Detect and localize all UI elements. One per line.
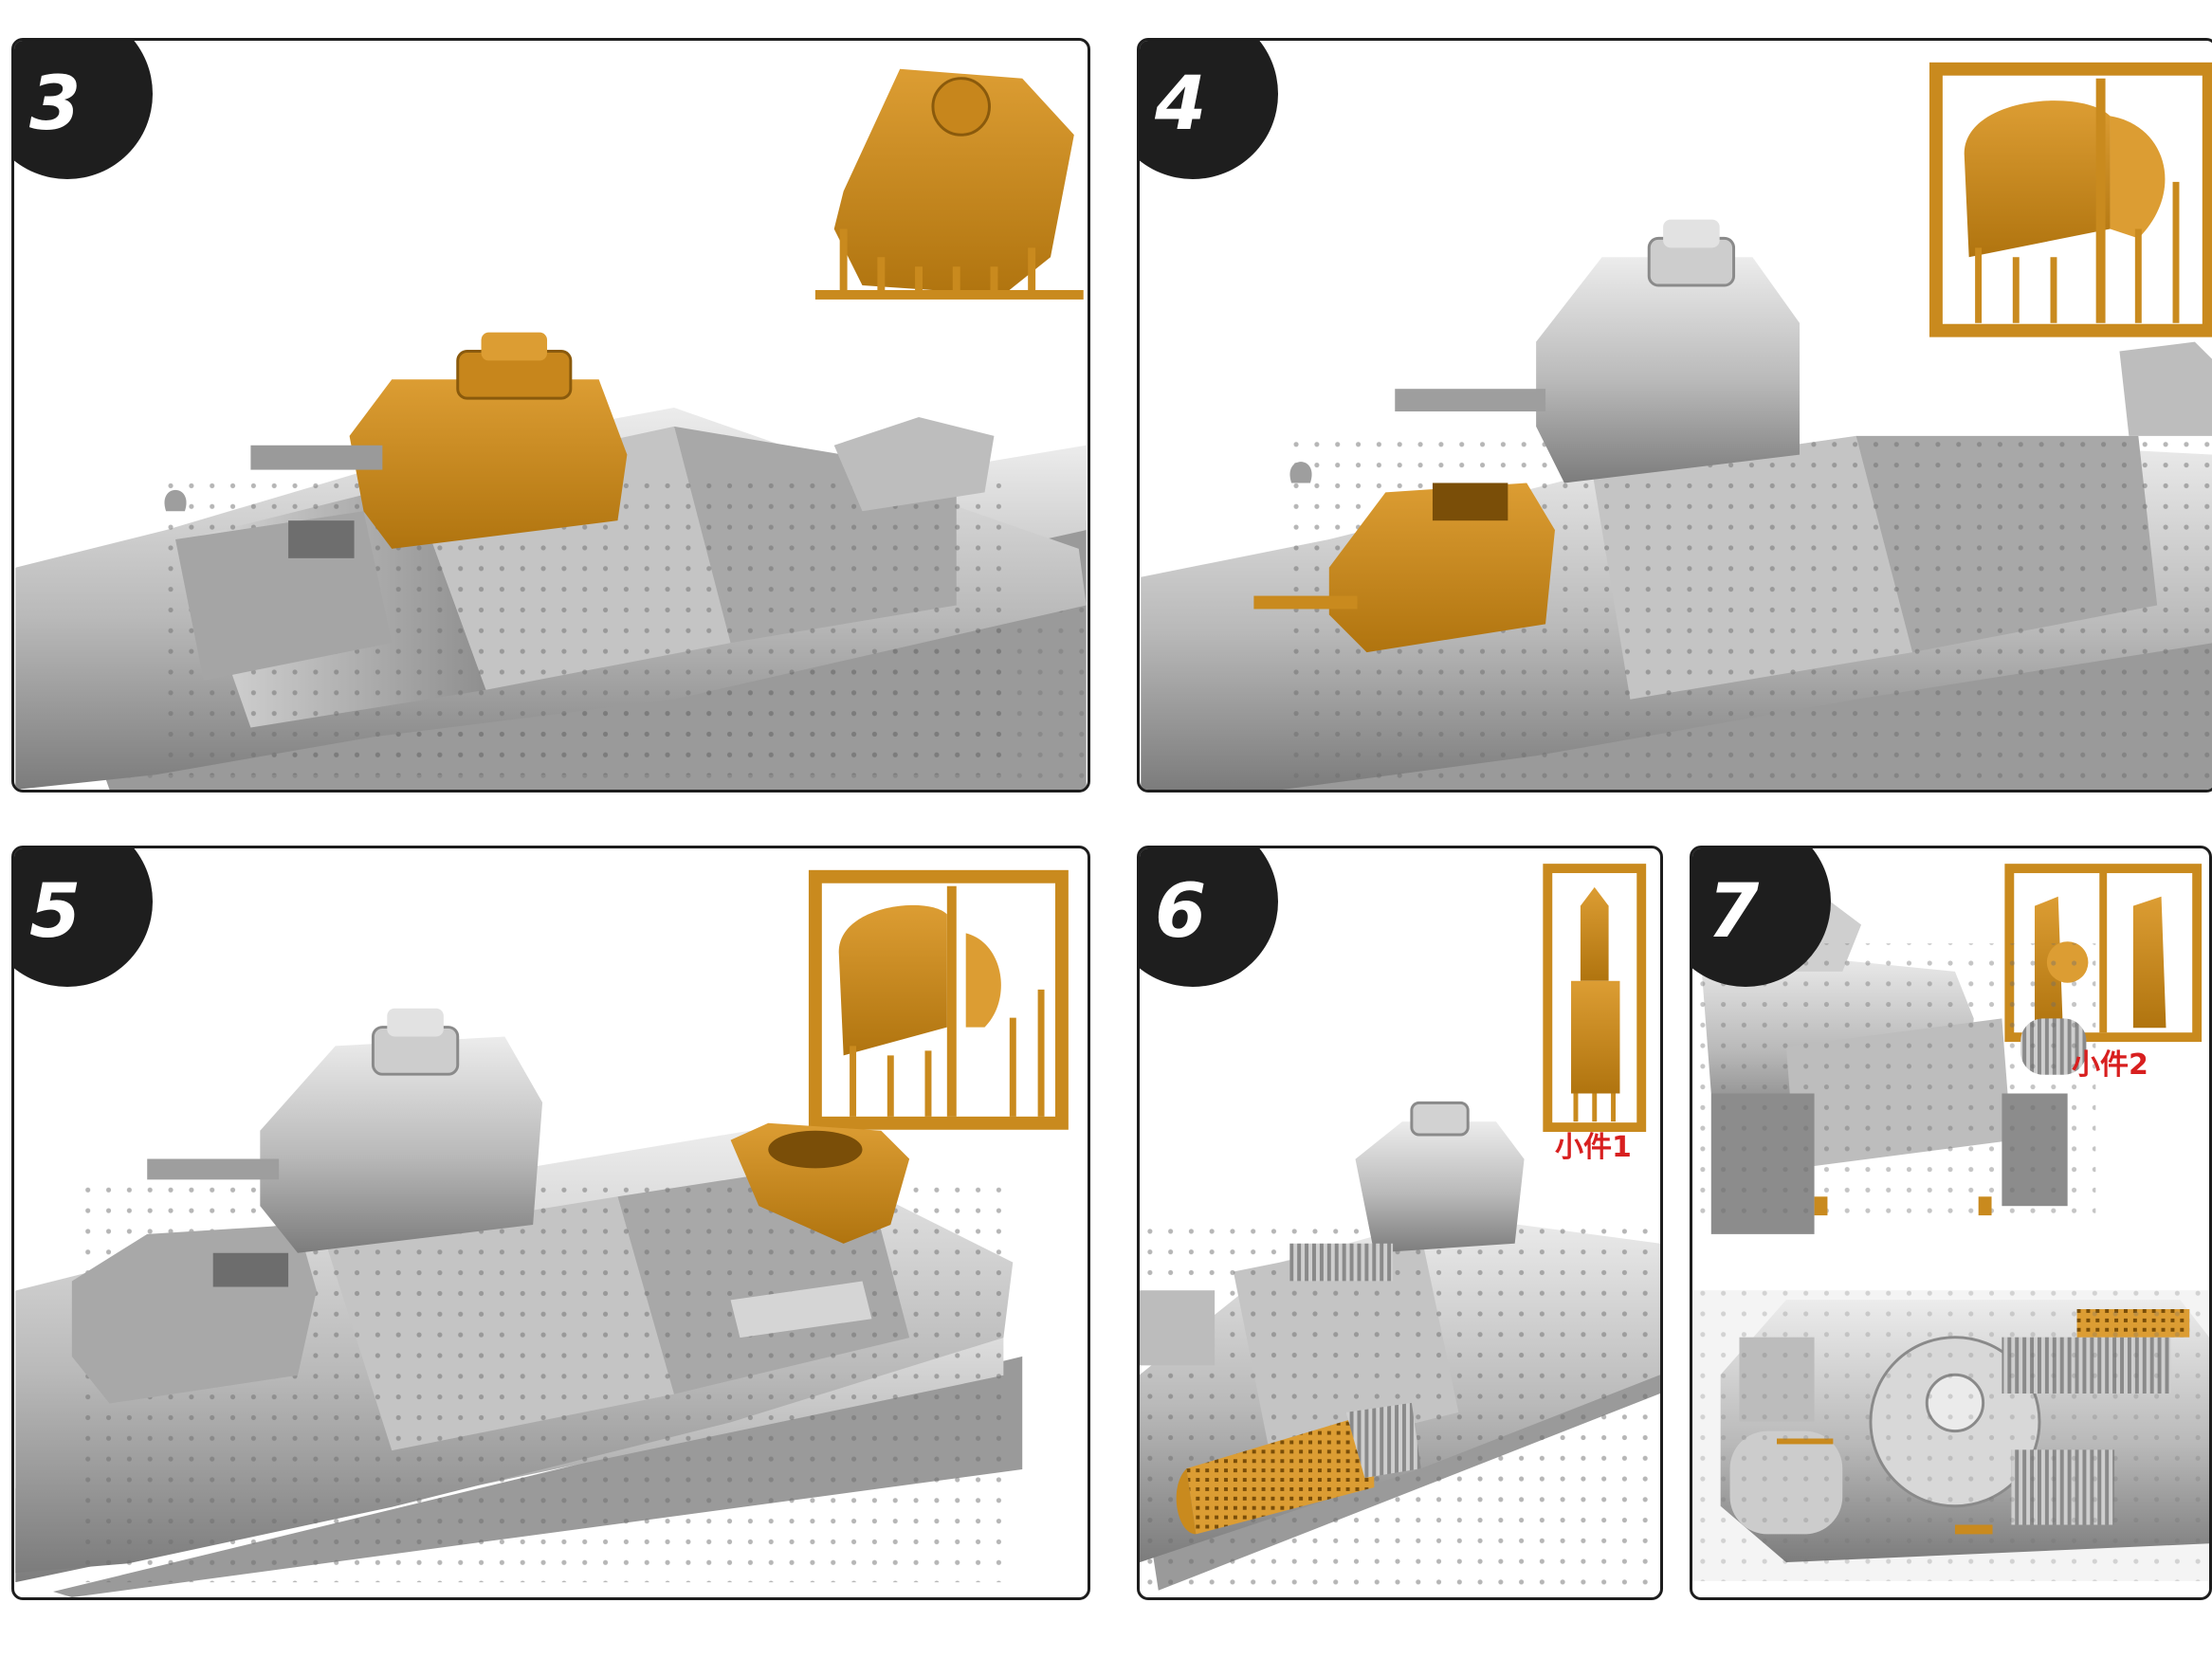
step-number: 4 bbox=[1155, 67, 1206, 141]
sprue-part-inset bbox=[1936, 69, 2209, 331]
sprue-part-inset bbox=[815, 69, 1084, 300]
tank-model-illustration bbox=[14, 848, 1088, 1597]
tank-model-illustration bbox=[14, 41, 1088, 790]
step-number: 5 bbox=[29, 875, 81, 949]
step-number: 3 bbox=[29, 67, 81, 141]
step-4-panel: 4 bbox=[1137, 38, 2212, 792]
sprue-label: 小件2 bbox=[2072, 1041, 2148, 1083]
tank-model-illustration bbox=[1140, 41, 2212, 790]
sprue-label: 小件1 bbox=[1555, 1123, 1632, 1165]
sprue-part-inset bbox=[815, 877, 1062, 1123]
step-number: 6 bbox=[1155, 875, 1206, 949]
step-6-panel: 6 小件1 bbox=[1137, 846, 1663, 1600]
step-7-panel: 7 小件2 bbox=[1690, 846, 2212, 1600]
sprue-part-inset bbox=[1547, 868, 1641, 1127]
step-5-panel: 5 bbox=[11, 846, 1090, 1600]
step-number: 7 bbox=[1708, 875, 1759, 949]
step-3-panel: 3 bbox=[11, 38, 1090, 792]
